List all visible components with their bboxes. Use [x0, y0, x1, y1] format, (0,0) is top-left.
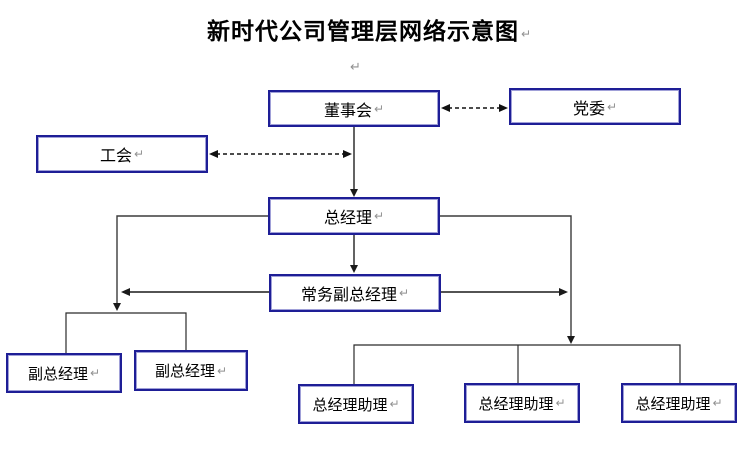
connector-gm-edgm	[350, 235, 358, 273]
page-title: 新时代公司管理层网络示意图↵	[0, 12, 739, 46]
node-deputy-gm-2[interactable]: 副总经理↵	[134, 350, 248, 391]
paragraph-mark: ↵	[373, 209, 385, 223]
node-party-committee[interactable]: 党委↵	[509, 88, 681, 125]
node-general-manager-label: 总经理	[323, 210, 372, 227]
connector-board-party	[441, 104, 508, 112]
node-gm-assistant-3[interactable]: 总经理助理↵	[621, 383, 737, 423]
left-branch-bar	[65, 312, 187, 353]
node-party-committee-label: 党委	[572, 100, 605, 118]
paragraph-mark: ↵	[712, 396, 723, 410]
connector-gm-left-branch	[113, 215, 268, 311]
node-board-label: 董事会	[323, 102, 372, 120]
node-gm-assistant-1-label: 总经理助理	[312, 397, 388, 414]
node-executive-deputy-gm-label: 常务副总经理	[300, 287, 397, 304]
page-title-text: 新时代公司管理层网络示意图	[206, 19, 519, 44]
node-deputy-gm-1[interactable]: 副总经理↵	[6, 353, 122, 393]
node-board[interactable]: 董事会↵	[268, 90, 440, 127]
node-executive-deputy-gm[interactable]: 常务副总经理↵	[269, 274, 441, 312]
node-labor-union[interactable]: 工会↵	[36, 135, 208, 173]
node-gm-assistant-1[interactable]: 总经理助理↵	[298, 384, 414, 424]
node-gm-assistant-3-label: 总经理助理	[635, 396, 711, 413]
node-labor-union-label: 工会	[99, 148, 132, 165]
paragraph-mark: ↵	[555, 396, 566, 410]
node-gm-assistant-2-label: 总经理助理	[478, 396, 554, 413]
paragraph-mark: ↵	[389, 397, 400, 411]
paragraph-mark: ↵	[520, 27, 533, 41]
right-branch-bar	[353, 344, 681, 384]
paragraph-mark: ↵	[398, 286, 410, 300]
paragraph-mark: ↵	[133, 147, 145, 161]
connector-edgm-right	[441, 288, 568, 296]
paragraph-mark: ↵	[606, 99, 618, 114]
connector-board-gm	[350, 127, 358, 197]
node-general-manager[interactable]: 总经理↵	[268, 197, 440, 235]
node-deputy-gm-2-label: 副总经理	[154, 364, 215, 380]
node-deputy-gm-1-label: 副总经理	[27, 366, 88, 383]
node-gm-assistant-2[interactable]: 总经理助理↵	[464, 383, 580, 423]
paragraph-mark: ↵	[216, 363, 228, 378]
connector-union-trunk	[209, 150, 352, 158]
paragraph-mark: ↵	[350, 60, 361, 75]
paragraph-mark: ↵	[373, 101, 385, 116]
connector-edgm-left	[121, 288, 269, 296]
paragraph-mark: ↵	[89, 366, 101, 380]
connector-gm-right-branch	[440, 215, 575, 344]
